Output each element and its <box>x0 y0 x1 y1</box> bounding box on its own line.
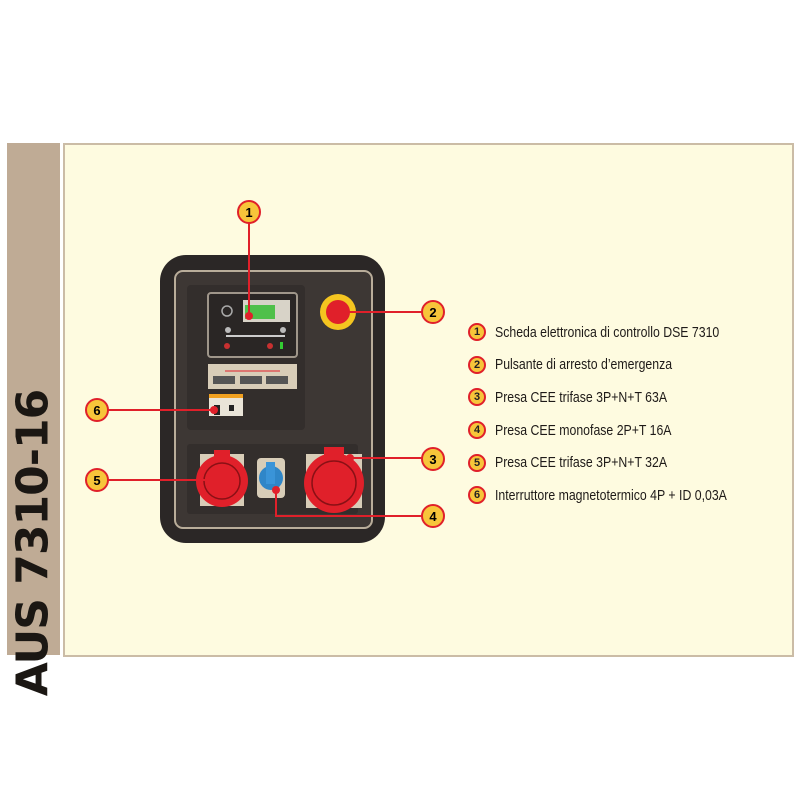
dot-5 <box>208 476 216 484</box>
svg-text:4: 4 <box>429 509 437 524</box>
dse-controller <box>207 292 298 358</box>
legend-item: 6 Interruttore magnetotermico 4P + ID 0,0… <box>468 479 778 512</box>
legend-number: 4 <box>468 421 486 440</box>
dot-1 <box>245 312 253 320</box>
terminal-plate <box>208 364 297 389</box>
legend-item: 4 Presa CEE monofase 2P+T 16A <box>468 414 778 447</box>
legend-text: Pulsante di arresto d’emergenza <box>495 356 673 374</box>
socket-16a <box>257 458 285 498</box>
socket-63a <box>304 447 364 513</box>
callout-2: 2 <box>421 300 445 324</box>
emergency-stop-button[interactable] <box>320 294 356 330</box>
callout-3: 3 <box>421 447 445 471</box>
dot-2 <box>340 308 348 316</box>
legend-item: 2 Pulsante di arresto d’emergenza <box>468 349 778 382</box>
callout-1: 1 <box>237 200 261 224</box>
svg-text:1: 1 <box>245 205 252 220</box>
callout-4: 4 <box>421 504 445 528</box>
callout-5: 5 <box>85 468 109 492</box>
callout-badges: 1 2 3 4 5 6 <box>85 200 445 528</box>
callout-6: 6 <box>85 398 109 422</box>
legend-number: 5 <box>468 453 486 472</box>
legend-number: 6 <box>468 486 486 505</box>
svg-text:3: 3 <box>429 452 436 467</box>
legend-number: 3 <box>468 388 486 407</box>
dot-4 <box>272 486 280 494</box>
legend-text: Presa CEE trifase 3P+N+T 32A <box>495 454 668 472</box>
legend-text: Presa CEE monofase 2P+T 16A <box>495 421 672 439</box>
legend-number: 2 <box>468 355 486 374</box>
model-strip: AUS 7310-16 <box>7 143 60 696</box>
legend: 1 Scheda elettronica di controllo DSE 731… <box>468 316 778 512</box>
svg-text:2: 2 <box>429 305 436 320</box>
legend-text: Interruttore magnetotermico 4P + ID 0,03… <box>495 486 727 504</box>
leader-lines <box>106 222 425 517</box>
legend-item: 5 Presa CEE trifase 3P+N+T 32A <box>468 446 778 479</box>
socket-32a <box>196 450 248 507</box>
legend-text: Presa CEE trifase 3P+N+T 63A <box>495 388 668 406</box>
svg-text:6: 6 <box>93 403 100 418</box>
dot-3 <box>346 454 354 462</box>
legend-number: 1 <box>468 323 486 342</box>
legend-text: Scheda elettronica di controllo DSE 7310 <box>495 323 720 341</box>
dot-6 <box>210 406 218 414</box>
svg-text:5: 5 <box>93 473 100 488</box>
legend-item: 3 Presa CEE trifase 3P+N+T 63A <box>468 381 778 414</box>
legend-item: 1 Scheda elettronica di controllo DSE 731… <box>468 316 778 349</box>
